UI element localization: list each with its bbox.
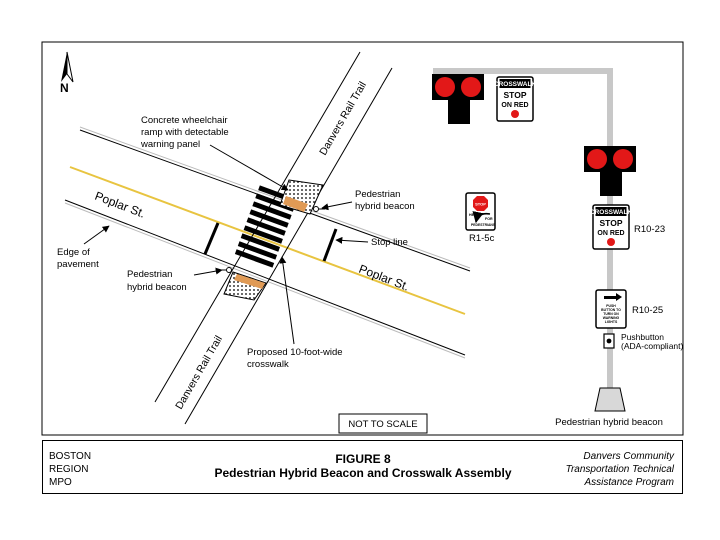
pole-base-label: Pedestrian hybrid beacon bbox=[555, 417, 663, 428]
svg-text:WARNING: WARNING bbox=[603, 316, 620, 320]
svg-text:LIGHTS: LIGHTS bbox=[605, 320, 618, 324]
svg-text:Edge of: Edge of bbox=[57, 247, 90, 258]
poplar-label-right: Poplar St. bbox=[357, 262, 411, 294]
org-line: MPO bbox=[49, 477, 72, 488]
program-line: Assistance Program bbox=[584, 477, 674, 488]
svg-text:CROSSWALK: CROSSWALK bbox=[590, 209, 633, 216]
pushbutton-label: Pushbutton bbox=[621, 332, 664, 342]
figure-title-block: FIGURE 8 Pedestrian Hybrid Beacon and Cr… bbox=[193, 452, 533, 480]
svg-text:warning panel: warning panel bbox=[140, 139, 200, 150]
svg-text:Proposed 10-foot-wide: Proposed 10-foot-wide bbox=[247, 347, 343, 358]
signal-light-right-icon bbox=[461, 77, 481, 97]
figure-number: FIGURE 8 bbox=[335, 452, 391, 466]
signal-light-right-icon bbox=[613, 149, 633, 169]
hand-pointer-icon bbox=[604, 293, 622, 301]
r1-5c-sign: STOP HERE FOR PEDESTRIANS bbox=[465, 192, 496, 231]
svg-text:crosswalk: crosswalk bbox=[247, 359, 289, 370]
signal-light-left-icon bbox=[587, 149, 607, 169]
poplar-street-road bbox=[64, 126, 471, 359]
callout-ramp: Concrete wheelchair ramp with detectable… bbox=[140, 115, 289, 191]
org-line: BOSTON bbox=[49, 451, 92, 462]
signal-light-left-icon bbox=[435, 77, 455, 97]
svg-text:PUSH: PUSH bbox=[606, 304, 616, 308]
rail-trail bbox=[154, 51, 393, 425]
svg-text:CROSSWALK: CROSSWALK bbox=[494, 81, 537, 88]
svg-text:hybrid beacon: hybrid beacon bbox=[355, 201, 415, 212]
r10-25-code: R10-25 bbox=[632, 305, 663, 316]
svg-text:BUTTON TO: BUTTON TO bbox=[601, 308, 621, 312]
signal-mast-arm bbox=[433, 68, 613, 74]
scale-note: NOT TO SCALE bbox=[348, 419, 417, 430]
stop-line-east bbox=[322, 228, 338, 262]
beacon-head-top bbox=[432, 74, 484, 124]
scale-note-box bbox=[338, 413, 428, 434]
beacon-symbol-south bbox=[220, 267, 232, 273]
svg-text:TURN ON: TURN ON bbox=[603, 312, 619, 316]
beacon-head-pole bbox=[584, 146, 636, 196]
svg-text:ON RED: ON RED bbox=[597, 230, 624, 237]
r1-arrow-icon bbox=[472, 211, 491, 224]
program-line: Transportation Technical bbox=[565, 464, 674, 475]
callout-beacon-left: Pedestrian hybrid beacon bbox=[127, 267, 223, 293]
north-arrow-icon bbox=[61, 51, 74, 83]
diagram-frame bbox=[41, 41, 684, 436]
program-line: Danvers Community bbox=[583, 451, 674, 462]
trail-label-top: Danvers Rail Trail bbox=[317, 80, 369, 158]
svg-text:Pedestrian: Pedestrian bbox=[127, 269, 172, 280]
svg-text:Pedestrian: Pedestrian bbox=[355, 189, 400, 200]
pushbutton-icon bbox=[603, 333, 615, 349]
svg-text:STOP: STOP bbox=[600, 218, 623, 228]
callout-beacon-right: Pedestrian hybrid beacon bbox=[321, 189, 415, 212]
r10-23-code: R10-23 bbox=[634, 224, 665, 235]
callout-crosswalk: Proposed 10-foot-wide crosswalk bbox=[247, 256, 343, 370]
svg-text:FOR: FOR bbox=[485, 217, 493, 221]
figure-title: Pedestrian Hybrid Beacon and Crosswalk A… bbox=[214, 466, 512, 480]
callout-stop-line: Stop line bbox=[335, 236, 408, 248]
crosswalk-stop-sign-top: CROSSWALK STOP ON RED bbox=[494, 76, 537, 122]
svg-text:ON RED: ON RED bbox=[501, 102, 528, 109]
pole-base bbox=[594, 387, 626, 412]
svg-text:STOP: STOP bbox=[475, 202, 486, 207]
r10-25-sign: PUSH BUTTON TO TURN ON WARNING LIGHTS bbox=[595, 289, 627, 329]
ramp-north bbox=[279, 179, 324, 215]
r10-23-sign: CROSSWALK STOP ON RED bbox=[590, 204, 633, 250]
org-name: BOSTON REGION MPO bbox=[49, 450, 91, 489]
svg-text:PEDESTRIANS: PEDESTRIANS bbox=[471, 223, 496, 227]
svg-text:Concrete wheelchair: Concrete wheelchair bbox=[141, 115, 228, 126]
ramp-south bbox=[223, 271, 267, 301]
svg-text:Stop line: Stop line bbox=[371, 237, 408, 248]
program-name: Danvers Community Transportation Technic… bbox=[566, 450, 674, 489]
org-line: REGION bbox=[49, 464, 89, 475]
svg-text:ramp with detectable: ramp with detectable bbox=[141, 127, 229, 138]
figure-footer: BOSTON REGION MPO FIGURE 8 Pedestrian Hy… bbox=[42, 440, 683, 494]
svg-text:STOP: STOP bbox=[504, 90, 527, 100]
svg-text:hybrid beacon: hybrid beacon bbox=[127, 282, 187, 293]
svg-text:pavement: pavement bbox=[57, 259, 99, 270]
north-label: N bbox=[60, 81, 69, 95]
callout-edge: Edge of pavement bbox=[57, 225, 110, 270]
pushbutton-sublabel: (ADA-compliant) bbox=[621, 341, 684, 351]
r1-5c-code: R1-5c bbox=[469, 233, 495, 244]
stop-line-west bbox=[203, 222, 220, 255]
